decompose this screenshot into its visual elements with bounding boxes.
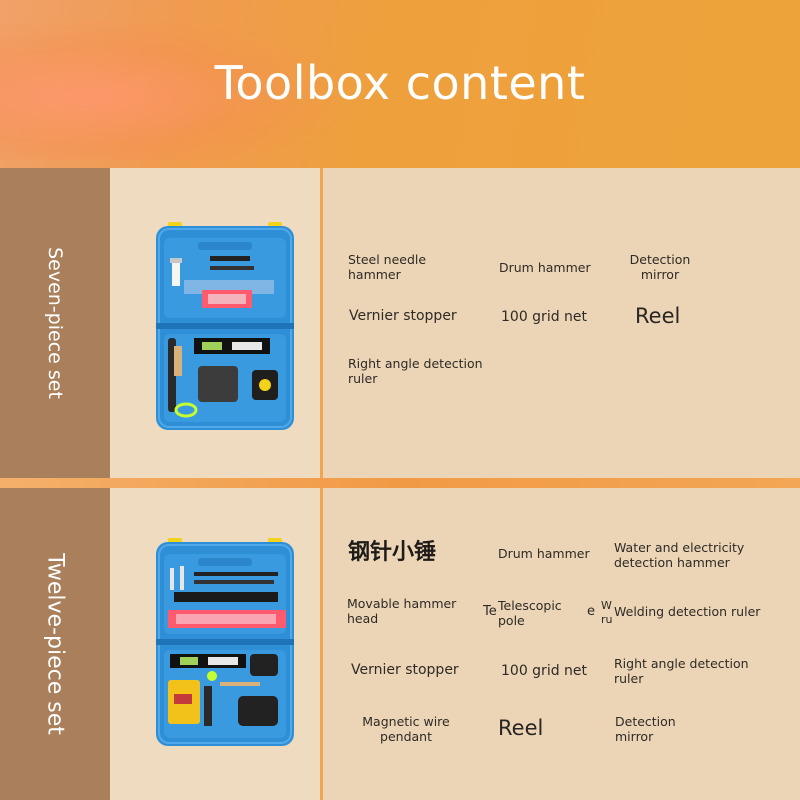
item-grid-net: 100 grid net bbox=[501, 663, 588, 679]
item-vernier-stopper: Vernier stopper bbox=[349, 308, 457, 324]
item-fragment-ru: ru bbox=[601, 613, 613, 626]
item-drum-hammer: Drum hammer bbox=[498, 546, 590, 561]
item-right-angle-ruler: Right angle detection ruler bbox=[348, 356, 483, 386]
item-reel: Reel bbox=[635, 304, 681, 328]
page-title: Toolbox content bbox=[214, 56, 586, 110]
item-right-angle-ruler: Right angle detection ruler bbox=[614, 656, 749, 686]
section-separator-band bbox=[0, 478, 800, 488]
twelve-piece-section: Twelve-piece set bbox=[0, 488, 800, 800]
twelve-piece-label: Twelve-piece set bbox=[42, 553, 68, 735]
item-welding-ruler: Welding detection ruler bbox=[614, 604, 761, 619]
toolbox-7-piece-image bbox=[156, 222, 294, 430]
seven-piece-section: Seven-piece set bbox=[0, 168, 800, 478]
header-glow bbox=[0, 20, 340, 160]
item-magnetic-wire-pendant: Magnetic wire pendant bbox=[362, 714, 450, 744]
seven-piece-divider bbox=[320, 168, 323, 478]
item-grid-net: 100 grid net bbox=[501, 309, 588, 325]
twelve-piece-divider bbox=[320, 488, 323, 800]
item-drum-hammer: Drum hammer bbox=[499, 260, 591, 275]
item-vernier-stopper: Vernier stopper bbox=[351, 662, 459, 678]
item-steel-needle-hammer-cn: 钢针小锤 bbox=[348, 540, 437, 565]
item-steel-needle-hammer: Steel needle hammer bbox=[348, 252, 427, 282]
twelve-piece-image-column bbox=[110, 488, 320, 800]
item-detection-mirror: Detection mirror bbox=[615, 714, 676, 744]
item-fragment-w: W bbox=[601, 599, 612, 612]
seven-piece-label: Seven-piece set bbox=[44, 247, 66, 399]
seven-piece-image-column bbox=[110, 168, 320, 478]
item-movable-hammer-head: Movable hammer head bbox=[347, 596, 457, 626]
item-water-electricity-hammer: Water and electricity detection hammer bbox=[614, 540, 745, 570]
header-banner: Toolbox content bbox=[0, 0, 800, 168]
seven-piece-label-column: Seven-piece set bbox=[0, 168, 110, 478]
item-detection-mirror: Detection mirror bbox=[629, 252, 691, 282]
item-reel: Reel bbox=[498, 716, 544, 740]
item-fragment-te: Te bbox=[483, 604, 497, 619]
twelve-piece-label-column: Twelve-piece set bbox=[0, 488, 110, 800]
item-fragment-e: e bbox=[587, 604, 595, 619]
item-telescopic-pole: Telescopic pole bbox=[498, 598, 562, 628]
toolbox-12-piece-image bbox=[156, 538, 294, 746]
